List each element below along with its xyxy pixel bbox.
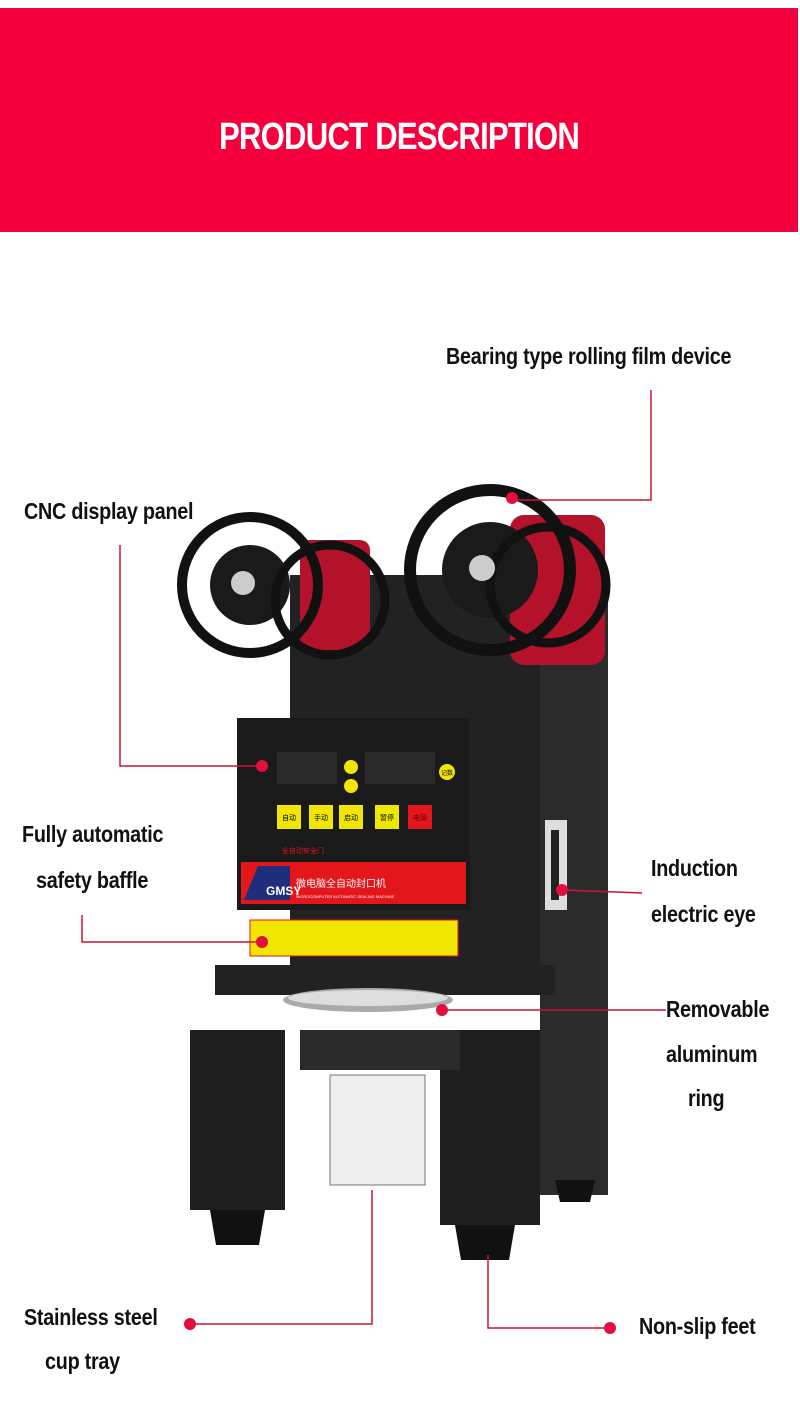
svg-text:暂停: 暂停 <box>380 813 394 822</box>
label-cup-tray-1: Stainless steel <box>24 1304 158 1330</box>
svg-text:微电脑全自动封口机: 微电脑全自动封口机 <box>296 877 386 890</box>
page-title: PRODUCT DESCRIPTION <box>218 116 580 158</box>
header-banner: PRODUCT DESCRIPTION <box>0 8 798 232</box>
svg-text:自动: 自动 <box>282 813 296 822</box>
panel-buttons: 自动 手动 启动 暂停 电源 <box>277 805 432 829</box>
foot <box>210 1210 265 1245</box>
svg-text:记数: 记数 <box>441 769 453 777</box>
reset-button <box>439 764 455 780</box>
label-cup-tray-2: cup tray <box>45 1348 120 1374</box>
film-roll-right <box>404 484 611 665</box>
label-film-device: Bearing type rolling film device <box>446 343 732 369</box>
svg-text:MICROCOMPUTER AUTOMATIC SEALIN: MICROCOMPUTER AUTOMATIC SEALING MACHINE <box>296 894 395 899</box>
svg-text:手动: 手动 <box>314 813 328 822</box>
callout-dot <box>556 884 568 896</box>
down-arrow-button <box>344 779 358 793</box>
callout-dot <box>604 1322 616 1334</box>
foot <box>455 1225 515 1260</box>
svg-text:启动: 启动 <box>344 813 358 822</box>
label-electric-eye-2: electric eye <box>651 901 756 927</box>
label-feet: Non-slip feet <box>639 1313 756 1339</box>
label-display-panel: CNC display panel <box>24 498 194 524</box>
label-aluminum-ring-1: Removable <box>666 996 770 1022</box>
svg-text:全自动安全门: 全自动安全门 <box>282 846 324 855</box>
callout-dot <box>256 760 268 772</box>
svg-text:电源: 电源 <box>413 813 427 822</box>
up-arrow-button <box>344 760 358 774</box>
label-safety-baffle-1: Fully automatic <box>22 821 164 847</box>
foot <box>555 1180 595 1202</box>
label-electric-eye-1: Induction <box>651 855 738 881</box>
label-safety-baffle-2: safety baffle <box>36 867 149 893</box>
label-aluminum-ring-3: ring <box>688 1085 725 1111</box>
label-aluminum-ring-2: aluminum <box>666 1041 758 1067</box>
film-roll-left <box>177 512 390 660</box>
callout-dot <box>256 936 268 948</box>
cup-tray <box>329 1074 426 1186</box>
callout-dot <box>184 1318 196 1330</box>
callout-dot <box>506 492 518 504</box>
svg-text:GMSY: GMSY <box>266 884 301 898</box>
safety-baffle <box>249 919 459 957</box>
callout-dot <box>436 1004 448 1016</box>
